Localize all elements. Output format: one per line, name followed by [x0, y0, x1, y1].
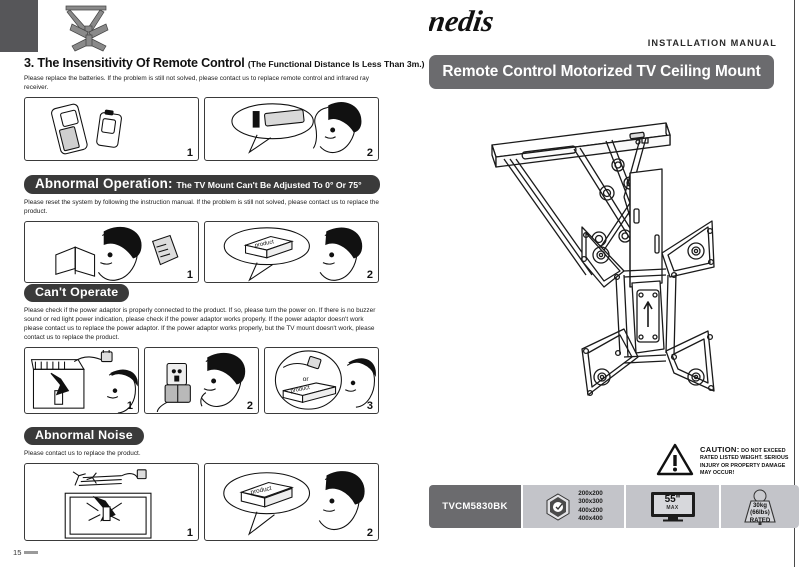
illustration-row: 1 product [24, 221, 380, 284]
section-heading-pill: Abnormal Noise [24, 427, 144, 446]
frame-number: 1 [126, 400, 133, 413]
svg-text:product: product [290, 385, 311, 395]
illustration-frame: 1 [24, 463, 199, 542]
vesa-pattern-list: 200x200 300x300 400x200 400x400 [578, 490, 603, 522]
frame-number: 1 [186, 147, 193, 160]
section-abnormal-operation: Abnormal Operation: The TV Mount Can't B… [24, 175, 380, 284]
frame-number: 3 [366, 400, 373, 413]
product-title: Remote Control Motorized TV Ceiling Moun… [442, 63, 761, 80]
illustration-frame: 1 [24, 221, 199, 284]
frame-number: 1 [186, 269, 193, 282]
section-body: Please check if the power adaptor is pro… [24, 307, 376, 342]
section-body: Please reset the system by following the… [24, 199, 379, 216]
section-heading: 3. The Insensitivity Of Remote Control (… [24, 56, 425, 70]
section-abnormal-noise: Abnormal Noise Please contact us to repl… [24, 426, 380, 542]
page-number-rule [24, 551, 39, 554]
corner-decoration-block [0, 0, 38, 52]
svg-text:nedis: nedis [429, 4, 496, 38]
weight-note: RATED [749, 516, 771, 524]
column-divider [794, 0, 795, 567]
vesa-pattern-icon [546, 492, 570, 521]
caution-text: CAUTION: DO NOT EXCEED RATED LISTED WEIG… [700, 443, 796, 477]
product-illustration [434, 105, 779, 445]
spec-vesa-cell: 200x200 300x300 400x200 400x400 [523, 485, 626, 528]
caution-label: CAUTION: [700, 445, 740, 454]
illustration-frame: 2 [204, 97, 379, 162]
caution-block: CAUTION: DO NOT EXCEED RATED LISTED WEIG… [656, 443, 796, 477]
svg-text:product: product [250, 485, 272, 496]
spec-model-cell: TVCM5830BK [429, 485, 523, 528]
section-heading-pill: Abnormal Operation: The TV Mount Can't B… [24, 175, 380, 195]
illustration-frame: product 2 [204, 221, 379, 284]
mount-thumbnail-icon [58, 2, 120, 52]
illustration-frame: 1 [24, 97, 199, 162]
tv-screen-icon: 55" MAX [650, 491, 696, 522]
caution-body: DO NOT EXCEED RATED LISTED WEIGHT. SERIO… [700, 448, 789, 477]
frame-number: 2 [366, 527, 373, 540]
section-body: Please contact us to replace the product… [24, 450, 141, 458]
screen-size-note: MAX [666, 505, 679, 511]
frame-number: 2 [246, 400, 253, 413]
spec-strip: TVCM5830BK 200x200 300x300 400x200 400x4… [429, 485, 799, 528]
frame-number: 2 [366, 147, 373, 160]
model-number: TVCM5830BK [442, 501, 508, 512]
left-column: 3. The Insensitivity Of Remote Control (… [13, 2, 425, 557]
vesa-pattern: 300x300 [578, 498, 603, 506]
section-heading-pill: Can't Operate [24, 284, 130, 303]
frame-number: 1 [186, 527, 193, 540]
illustration-frame: 1 [24, 347, 139, 415]
svg-text:product: product [254, 239, 275, 249]
right-column: nedis INSTALLATION MANUAL Remote Control… [404, 0, 802, 567]
section-cant-operate: Can't Operate Please check if the power … [24, 283, 380, 415]
vesa-pattern: 400x400 [578, 514, 603, 522]
screen-size-value: 55" [664, 494, 681, 505]
illustration-row: 1 [24, 97, 380, 162]
spec-screen-size-cell: 55" MAX [626, 485, 721, 528]
weight-kg: 30kg [753, 501, 767, 509]
illustration-row: 1 [24, 347, 380, 415]
vesa-pattern: 400x200 [578, 506, 603, 514]
page-number: 15 [13, 548, 39, 557]
frame-number: 2 [366, 269, 373, 282]
illustration-frame: or product 3 [264, 347, 379, 415]
weight-lbs: (66lbs) [750, 509, 770, 517]
section-insensitivity-remote: 3. The Insensitivity Of Remote Control (… [24, 56, 425, 162]
illustration-frame: product 2 [204, 463, 379, 542]
svg-text:or: or [303, 376, 310, 383]
warning-triangle-icon [656, 443, 694, 476]
vesa-pattern: 200x200 [578, 490, 603, 498]
nedis-logo: nedis [426, 4, 549, 40]
illustration-row: 1 product [24, 463, 380, 542]
spec-weight-cell: 30kg (66lbs) RATED [721, 485, 799, 528]
weight-icon: 30kg (66lbs) RATED [738, 489, 782, 525]
product-title-bar: Remote Control Motorized TV Ceiling Moun… [429, 55, 774, 89]
illustration-frame: 2 [144, 347, 259, 415]
section-body: Please replace the batteries. If the pro… [24, 75, 369, 92]
installation-manual-label: INSTALLATION MANUAL [647, 38, 777, 48]
